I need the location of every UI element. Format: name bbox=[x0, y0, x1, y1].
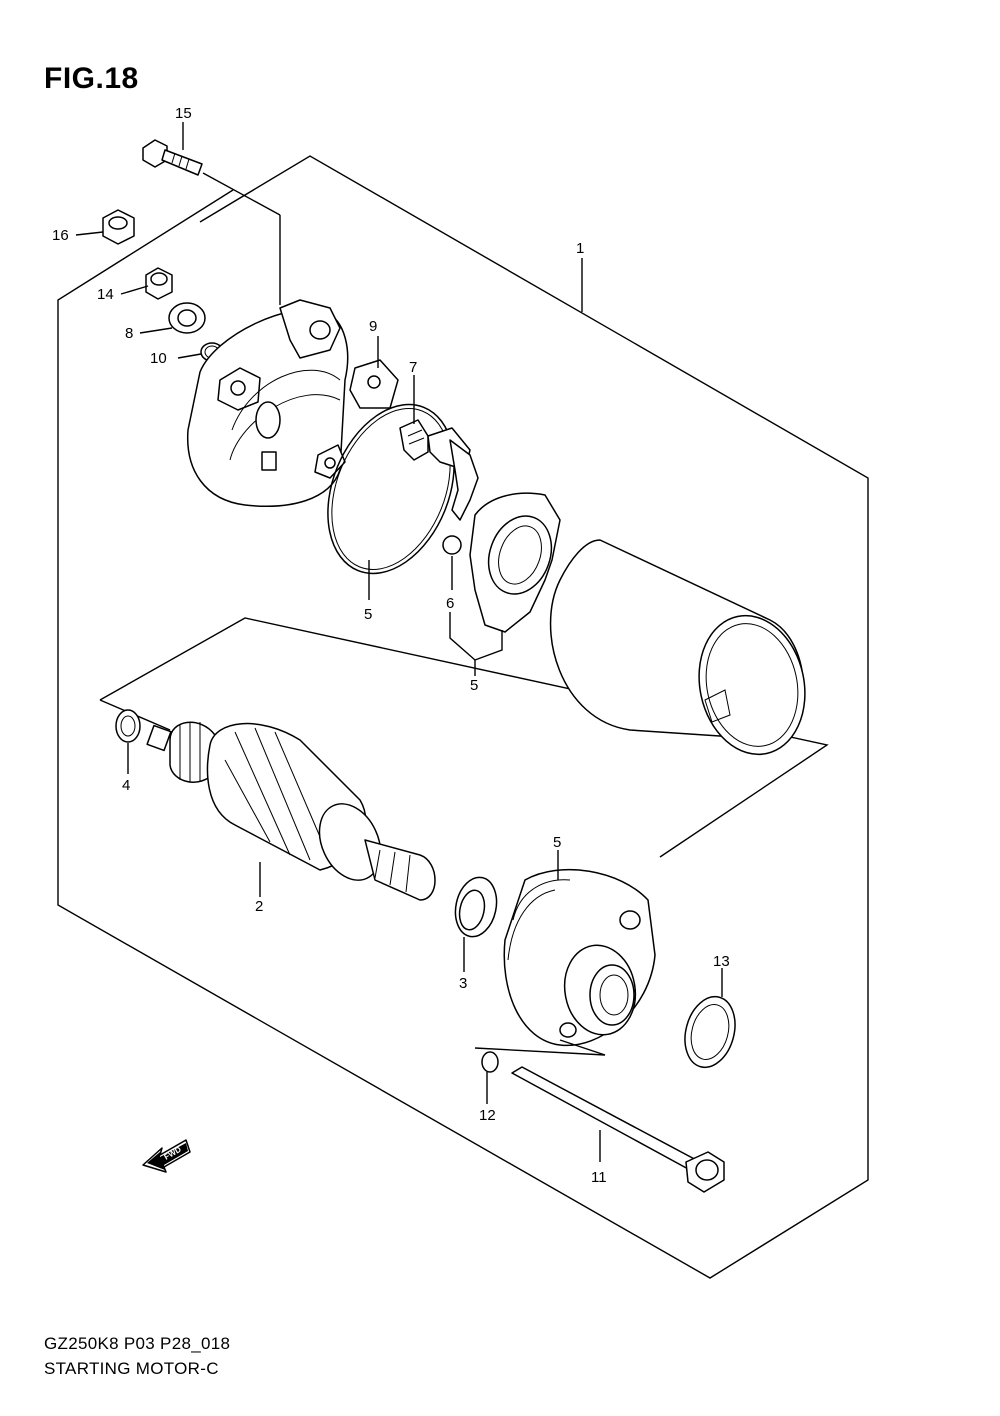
callout-16: 15 bbox=[175, 105, 192, 122]
o-ring-5-upper bbox=[327, 403, 455, 575]
washer-9 bbox=[168, 302, 206, 334]
callout-9: 8 bbox=[125, 325, 133, 342]
bolt-16 bbox=[142, 139, 281, 305]
callout-6: 5 bbox=[470, 677, 478, 694]
oil-seal-3 bbox=[454, 876, 498, 938]
plate-10 bbox=[349, 359, 399, 409]
armature-2 bbox=[146, 721, 436, 901]
o-ring-13 bbox=[481, 1051, 499, 1073]
callout-13: 12 bbox=[479, 1107, 496, 1124]
washer-4 bbox=[115, 709, 141, 743]
callout-3: 3 bbox=[459, 975, 467, 992]
figure-title: FIG.18 bbox=[44, 62, 139, 95]
front-cover bbox=[474, 868, 656, 1056]
callout-2: 2 bbox=[255, 898, 263, 915]
callout-7: 6 bbox=[446, 595, 454, 612]
callout-5-lower: 5 bbox=[553, 834, 561, 851]
callout-8: 7 bbox=[409, 359, 417, 376]
diagram-name: STARTING MOTOR-C bbox=[44, 1359, 219, 1378]
fwd-direction-arrow: FWD bbox=[142, 1139, 191, 1173]
leader-lines bbox=[75, 122, 723, 1162]
callout-17: 16 bbox=[52, 227, 69, 244]
callout-14: 13 bbox=[713, 953, 730, 970]
callout-4: 4 bbox=[122, 777, 130, 794]
through-bolt-12 bbox=[511, 1066, 725, 1193]
washer-14 bbox=[684, 995, 736, 1069]
diagram-code: GZ250K8 P03 P28_018 bbox=[44, 1334, 231, 1353]
callout-10: 9 bbox=[369, 318, 377, 335]
callout-5-upper: 5 bbox=[364, 606, 372, 623]
callout-labels: 15 16 1 14 9 8 10 7 5 6 5 4 5 2 13 3 12 … bbox=[52, 105, 730, 1186]
yoke-housing bbox=[549, 539, 806, 756]
callout-15: 14 bbox=[97, 286, 114, 303]
nut-17 bbox=[102, 209, 135, 245]
assembly-outline bbox=[57, 155, 869, 1279]
rear-end-cover bbox=[187, 299, 349, 507]
callout-12: 11 bbox=[591, 1169, 607, 1186]
callout-11: 10 bbox=[150, 350, 167, 367]
callout-1: 1 bbox=[576, 240, 584, 257]
nut-15 bbox=[145, 267, 173, 300]
brush-holder bbox=[442, 439, 561, 633]
